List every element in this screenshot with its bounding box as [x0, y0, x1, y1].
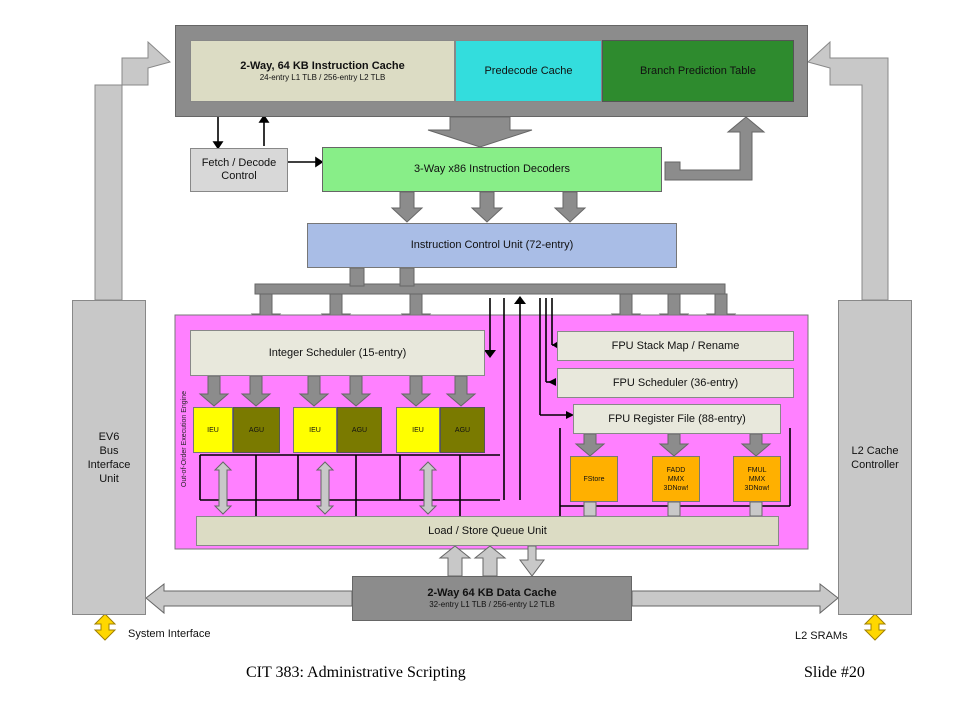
l2-line1: L2 Cache — [851, 444, 899, 457]
fadd-line2: MMX — [667, 475, 685, 483]
l2-line2: Controller — [851, 458, 899, 471]
fmul-line3: 3DNow! — [744, 484, 770, 492]
black-interconnect — [199, 298, 791, 516]
fadd-line1: FADD — [666, 466, 686, 474]
instruction-cache: 2-Way, 64 KB Instruction Cache 24-entry … — [190, 40, 455, 102]
icu-label: Instruction Control Unit (72-entry) — [410, 239, 574, 251]
agu-3: AGU — [440, 407, 485, 453]
ieu-2-label: IEU — [309, 426, 321, 434]
icu-bus — [254, 283, 726, 295]
fpu-register-file: FPU Register File (88-entry) — [573, 404, 781, 434]
data-cache: 2-Way 64 KB Data Cache 32-entry L1 TLB /… — [352, 576, 632, 621]
l2-srams-arrow — [863, 613, 887, 641]
fpu-scheduler: FPU Scheduler (36-entry) — [557, 368, 794, 398]
lsq-label: Load / Store Queue Unit — [428, 524, 547, 537]
ieu-1: IEU — [193, 407, 233, 453]
dcache-title: 2-Way 64 KB Data Cache — [427, 587, 557, 599]
instruction-control-unit: Instruction Control Unit (72-entry) — [307, 223, 677, 268]
decoders-label: 3-Way x86 Instruction Decoders — [413, 163, 571, 175]
ev6-line4: Unit — [99, 472, 119, 485]
l2-up-arrow — [806, 40, 889, 301]
agu-2: AGU — [337, 407, 382, 453]
ev6-line3: Interface — [87, 458, 131, 471]
icache-title: 2-Way, 64 KB Instruction Cache — [240, 59, 405, 72]
agu-3-label: AGU — [454, 426, 471, 434]
dcache-subtitle: 32-entry L1 TLB / 256-entry L2 TLB — [429, 600, 555, 609]
fetch-decode-control: Fetch / Decode Control — [190, 148, 288, 192]
ieu-1-label: IEU — [207, 426, 219, 434]
l2-cache-controller: L2 Cache Controller — [838, 300, 912, 615]
ieu-3: IEU — [396, 407, 440, 453]
dcache-right-arrow — [631, 582, 839, 615]
decoder-icu-arrows — [390, 191, 587, 223]
fetch-line1: Fetch / Decode — [201, 157, 277, 169]
branch-prediction-table: Branch Prediction Table — [602, 40, 794, 102]
ieu-2: IEU — [293, 407, 337, 453]
branch-feedback-arrow — [664, 116, 766, 181]
icache-down-arrow — [427, 116, 533, 148]
ev6-line1: EV6 — [98, 430, 120, 443]
dcache-left-arrow — [145, 582, 353, 615]
fpu-sched-label: FPU Scheduler (36-entry) — [612, 376, 739, 389]
fpu-stack-label: FPU Stack Map / Rename — [611, 339, 740, 352]
branch-label: Branch Prediction Table — [640, 64, 756, 77]
fetch-control-arrows — [212, 114, 324, 168]
lsq-dcache-arrows — [438, 545, 545, 577]
ooo-engine-label: Out-of-Order Execution Engine — [181, 390, 188, 488]
system-interface-label: System Interface — [128, 628, 211, 640]
fpu-lsq-arrows — [583, 501, 763, 517]
fadd-line3: 3DNow! — [663, 484, 689, 492]
fpu-issue-arrows — [574, 433, 772, 457]
ieu-3-label: IEU — [412, 426, 424, 434]
system-interface-arrow — [93, 613, 117, 641]
int-sched-label: Integer Scheduler (15-entry) — [268, 346, 407, 359]
ev6-bus-interface-unit: EV6 Bus Interface Unit — [72, 300, 146, 615]
fmul-line1: FMUL — [747, 466, 767, 474]
x86-instruction-decoders: 3-Way x86 Instruction Decoders — [322, 147, 662, 192]
agu-1-label: AGU — [248, 426, 265, 434]
fmul-line2: MMX — [748, 475, 766, 483]
ieu-lsq-arrows — [213, 461, 438, 515]
l2-srams-label: L2 SRAMs — [795, 630, 848, 642]
fstore-label: FStore — [583, 475, 605, 483]
fadd-unit: FADD MMX 3DNow! — [652, 456, 700, 502]
predecode-cache: Predecode Cache — [455, 40, 602, 102]
integer-scheduler: Integer Scheduler (15-entry) — [190, 330, 485, 376]
load-store-queue: Load / Store Queue Unit — [196, 516, 779, 546]
ev6-line2: Bus — [99, 444, 119, 457]
agu-1: AGU — [233, 407, 280, 453]
fpu-stack-map: FPU Stack Map / Rename — [557, 331, 794, 361]
fstore-unit: FStore — [570, 456, 618, 502]
agu-2-label: AGU — [351, 426, 368, 434]
fpu-reg-label: FPU Register File (88-entry) — [608, 412, 746, 425]
scheduler-issue-arrows — [198, 375, 477, 407]
icache-subtitle: 24-entry L1 TLB / 256-entry L2 TLB — [259, 72, 386, 82]
footer-course-title: CIT 383: Administrative Scripting — [246, 664, 466, 681]
ev6-up-arrow — [94, 40, 172, 301]
predecode-label: Predecode Cache — [484, 64, 573, 77]
fmul-unit: FMUL MMX 3DNow! — [733, 456, 781, 502]
fetch-line2: Control — [221, 170, 257, 182]
footer-slide-number: Slide #20 — [804, 664, 865, 681]
